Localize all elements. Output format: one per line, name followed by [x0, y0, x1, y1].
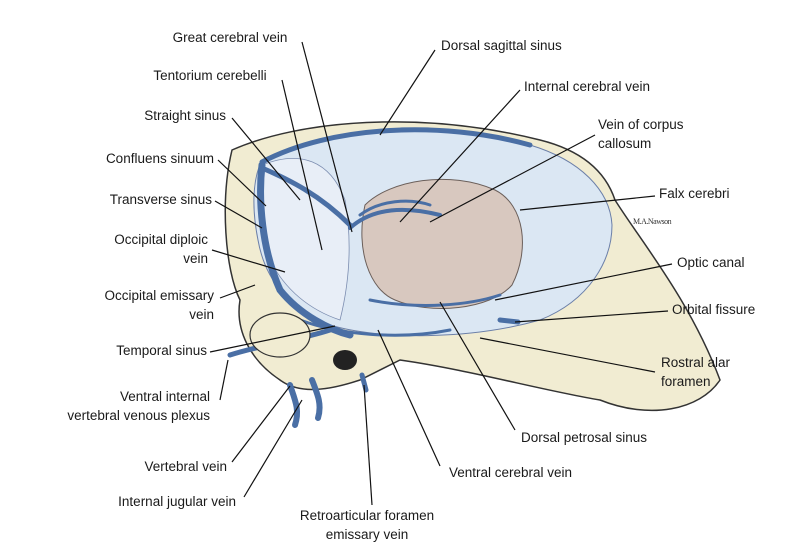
internal-cerebral-vein: [348, 207, 442, 230]
label-line: foramen: [661, 374, 711, 389]
label-falx-cerebri: Falx cerebri: [659, 186, 730, 201]
label-rostral-alar-foramen: Rostral alar foramen: [661, 353, 730, 391]
label-occipital-diploic-vein: Occipital diploic vein: [114, 230, 208, 268]
label-line: vein: [183, 251, 208, 266]
label-line: vertebral venous plexus: [67, 408, 210, 423]
label-dorsal-petrosal-sinus: Dorsal petrosal sinus: [521, 430, 648, 445]
label-line: Vein of corpus: [598, 117, 684, 132]
label-ventral-internal-vertebral-venous-plexus: Ventral internal vertebral venous plexus: [67, 387, 210, 425]
label-confluens-sinuum: Confluens sinuum: [105, 151, 214, 166]
retroarticular-foramen: [333, 350, 357, 370]
label-orbital-fissure: Orbital fissure: [672, 302, 756, 317]
internal-jugular-vein: [309, 377, 323, 421]
dorsal-petrosal-sinus: [298, 318, 452, 337]
label-dorsal-sagittal-sinus: Dorsal sagittal sinus: [441, 38, 562, 53]
label-straight-sinus: Straight sinus: [144, 108, 226, 123]
label-line: emissary vein: [325, 527, 409, 542]
vein-of-corpus-callosum: [358, 199, 432, 217]
label-occipital-emissary-vein: Occipital emissary vein: [104, 286, 214, 324]
label-optic-canal: Optic canal: [677, 255, 745, 270]
label-internal-jugular-vein: Internal jugular vein: [118, 494, 236, 509]
illustrator-signature: M.A.Nawson: [633, 217, 672, 226]
dorsal-sagittal-sinus: [259, 127, 533, 165]
label-vertebral-vein: Vertebral vein: [144, 459, 227, 474]
label-line: callosum: [598, 136, 652, 151]
label-line: Ventral internal: [119, 389, 210, 404]
retroarticular-emissary-vein: [359, 372, 369, 393]
ventral-cerebral-vein: [368, 293, 502, 307]
label-temporal-sinus: Temporal sinus: [116, 343, 207, 358]
label-tentorium-cerebelli: Tentorium cerebelli: [153, 68, 267, 83]
occipital-condyle: [249, 312, 311, 358]
vertebral-vein: [287, 382, 301, 428]
leader-lines: [209, 41, 673, 506]
label-line: vein: [189, 307, 214, 322]
label-line: Occipital emissary: [104, 288, 214, 303]
label-line: Occipital diploic: [114, 232, 208, 247]
label-line: Retroarticular foramen: [299, 508, 435, 523]
label-vein-of-corpus-callosum: Vein of corpus callosum: [598, 115, 684, 153]
label-ventral-cerebral-vein: Ventral cerebral vein: [449, 465, 573, 480]
label-internal-cerebral-vein: Internal cerebral vein: [524, 79, 651, 94]
label-great-cerebral-vein: Great cerebral vein: [172, 30, 288, 45]
straight-sinus: [259, 165, 353, 228]
brain-medial-surface: [361, 178, 523, 309]
label-line: Rostral alar: [661, 355, 731, 370]
label-retroarticular-foramen-emissary-vein: Retroarticular foramen emissary vein: [282, 506, 452, 543]
label-transverse-sinus: Transverse sinus: [109, 192, 212, 207]
